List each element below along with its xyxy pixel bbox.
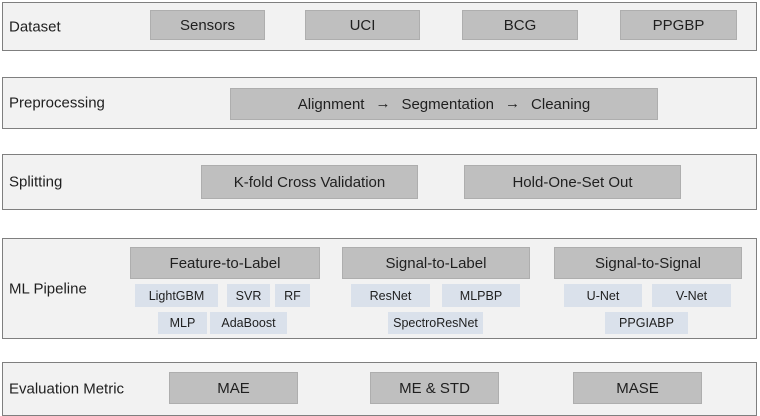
- pipeline-header-signal-to-signal: Signal-to-Signal: [554, 247, 742, 279]
- band-preprocessing-label: Preprocessing: [9, 94, 105, 112]
- dataset-box-uci: UCI: [305, 10, 420, 40]
- step-segmentation: Segmentation: [401, 95, 495, 113]
- metric-box-mase: MASE: [573, 372, 702, 404]
- arrow-right-icon: →: [375, 94, 391, 112]
- band-dataset: Dataset Sensors UCI BCG PPGBP: [2, 2, 757, 51]
- preprocessing-flow-box: Alignment → Segmentation → Cleaning: [230, 88, 658, 120]
- model-chip-ppgiabp: PPGIABP: [605, 312, 688, 334]
- step-cleaning: Cleaning: [531, 95, 591, 113]
- pipeline-header-signal-to-label: Signal-to-Label: [342, 247, 530, 279]
- splitting-box-kfold: K-fold Cross Validation: [201, 165, 418, 199]
- step-alignment: Alignment: [297, 95, 365, 113]
- dataset-box-bcg: BCG: [462, 10, 578, 40]
- band-evaluation-metric-label: Evaluation Metric: [9, 380, 125, 398]
- metric-box-me-std: ME & STD: [370, 372, 499, 404]
- band-dataset-label: Dataset: [9, 18, 61, 35]
- model-chip-svr: SVR: [227, 284, 270, 307]
- model-chip-vnet: V-Net: [652, 284, 731, 307]
- band-splitting: Splitting K-fold Cross Validation Hold-O…: [2, 154, 757, 210]
- dataset-box-ppgbp: PPGBP: [620, 10, 737, 40]
- dataset-box-sensors: Sensors: [150, 10, 265, 40]
- pipeline-header-feature-to-label: Feature-to-Label: [130, 247, 320, 279]
- band-evaluation-metric: Evaluation Metric MAE ME & STD MASE: [2, 362, 757, 416]
- model-chip-unet: U-Net: [564, 284, 642, 307]
- band-splitting-label: Splitting: [9, 173, 63, 191]
- splitting-box-holdout: Hold-One-Set Out: [464, 165, 681, 199]
- model-chip-spectroresnet: SpectroResNet: [388, 312, 483, 334]
- model-chip-mlp: MLP: [158, 312, 207, 334]
- band-preprocessing: Preprocessing Alignment → Segmentation →…: [2, 77, 757, 129]
- arrow-right-icon: →: [505, 94, 521, 112]
- model-chip-mlpbp: MLPBP: [442, 284, 520, 307]
- metric-box-mae: MAE: [169, 372, 298, 404]
- model-chip-rf: RF: [275, 284, 310, 307]
- model-chip-resnet: ResNet: [351, 284, 430, 307]
- band-ml-pipeline: ML Pipeline Feature-to-Label LightGBM SV…: [2, 238, 757, 339]
- band-ml-pipeline-label: ML Pipeline: [9, 280, 87, 297]
- model-chip-adaboost: AdaBoost: [210, 312, 287, 334]
- model-chip-lightgbm: LightGBM: [135, 284, 218, 307]
